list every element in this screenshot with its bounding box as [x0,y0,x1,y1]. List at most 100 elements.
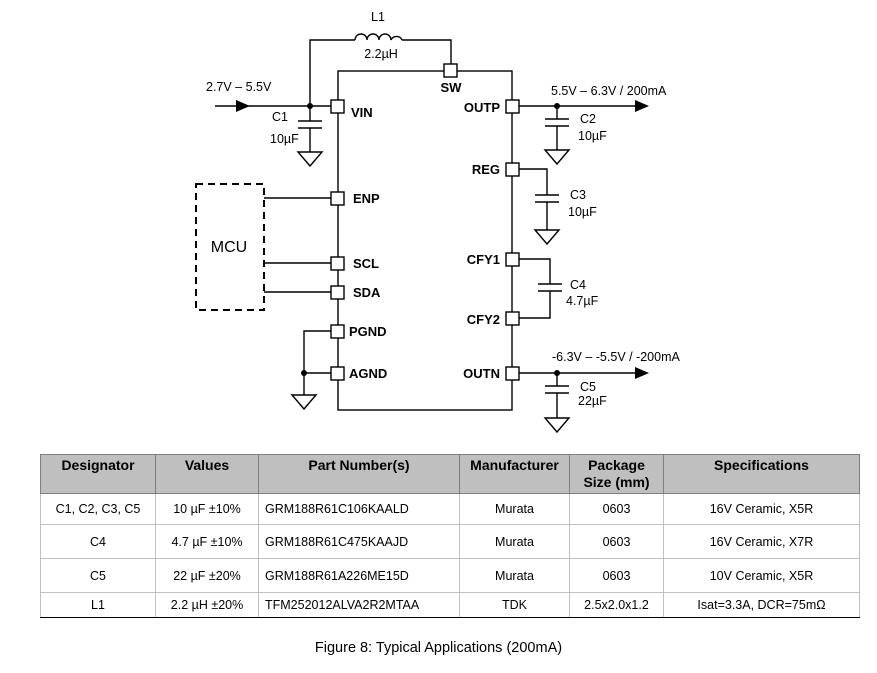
cell-manufacturer: Murata [459,558,570,593]
pin-label-outn: OUTN [463,366,500,381]
outn-voltage-label: -6.3V – -5.5V / -200mA [552,350,681,364]
header-manufacturer: Manufacturer [459,454,570,494]
cell-package: 0603 [569,524,664,559]
pin-cfy2 [505,311,520,326]
cell-part-number: GRM188R61A226ME15D [258,558,460,593]
header-package-line1: Package [588,457,645,473]
pin-reg [505,162,520,177]
c4-value: 4.7µF [566,294,599,308]
table-row: C1, C2, C3, C5 10 µF ±10% GRM188R61C106K… [40,493,860,525]
cell-value: 10 µF ±10% [155,493,259,525]
figure-caption: Figure 8: Typical Applications (200mA) [314,640,563,656]
pin-label-cfy2: CFY2 [467,312,500,327]
ground-icon [543,149,571,166]
pin-label-vin: VIN [351,105,373,120]
cell-designator: C1, C2, C3, C5 [40,493,156,525]
header-package-line2: Size (mm) [583,474,650,490]
inductor-wire-sw [402,39,452,64]
cell-part-number: GRM188R61C106KAALD [258,493,460,525]
pin-enp [330,191,345,206]
junction-dot [554,370,560,376]
pin-sda [330,285,345,300]
cell-manufacturer: TDK [459,592,570,618]
pin-label-sw: SW [441,80,463,95]
pin-outn [505,366,520,381]
c5-designator: C5 [580,380,596,394]
ground-icon [533,229,561,246]
cfy2-wire [519,291,551,319]
pin-pgnd [330,324,345,339]
pin-label-agnd: AGND [349,366,387,381]
cell-spec: 16V Ceramic, X7R [663,524,860,559]
junction-dot [301,370,307,376]
bom-header-row: Designator Values Part Number(s) Manufac… [40,454,860,494]
l1-value: 2.2µH [364,47,398,61]
c5-value: 22µF [578,394,607,408]
pin-label-outp: OUTP [464,100,500,115]
cell-package: 2.5x2.0x1.2 [569,592,664,618]
pin-vin [330,99,345,114]
inductor-wire [309,39,355,106]
cell-package: 0603 [569,493,664,525]
pin-label-cfy1: CFY1 [467,252,500,267]
cell-spec: 10V Ceramic, X5R [663,558,860,593]
pin-scl [330,256,345,271]
cell-part-number: GRM188R61C475KAAJD [258,524,460,559]
c4-designator: C4 [570,278,586,292]
c2-value: 10µF [578,129,607,143]
cell-manufacturer: Murata [459,524,570,559]
c2-designator: C2 [580,112,596,126]
cell-value: 4.7 µF ±10% [155,524,259,559]
pin-label-pgnd: PGND [349,324,387,339]
output-arrow-icon [635,100,649,112]
cell-part-number: TFM252012ALVA2R2MTAA [258,592,460,618]
ground-icon [296,151,324,168]
c1-value: 10µF [270,132,299,146]
cell-designator: C5 [40,558,156,593]
input-arrow-icon [236,100,250,112]
cfy1-wire [519,258,551,284]
bom-table: Designator Values Part Number(s) Manufac… [40,454,860,618]
c3-designator: C3 [570,188,586,202]
pgnd-wire [303,330,331,395]
ic-body [337,70,513,411]
cell-value: 2.2 µH ±20% [155,592,259,618]
pin-label-enp: ENP [353,191,380,206]
cell-package: 0603 [569,558,664,593]
pin-sw [443,63,458,78]
application-schematic: L1 2.2µH 2.7V – 5.5V 5.5V – 6.3V / 200mA… [195,10,681,434]
pin-label-reg: REG [472,162,500,177]
pin-cfy1 [505,252,520,267]
pin-outp [505,99,520,114]
pin-label-sda: SDA [353,285,381,300]
pin-label-scl: SCL [353,256,379,271]
outp-voltage-label: 5.5V – 6.3V / 200mA [551,84,667,98]
junction-dot [307,103,313,109]
c1-designator: C1 [272,110,288,124]
header-part-numbers: Part Number(s) [258,454,460,494]
reg-wire [519,168,548,195]
table-row: C4 4.7 µF ±10% GRM188R61C475KAAJD Murata… [40,524,860,559]
ground-icon [543,417,571,434]
ground-icon [290,394,318,411]
table-row: L1 2.2 µH ±20% TFM252012ALVA2R2MTAA TDK … [40,592,860,618]
inductor-coil [354,33,403,41]
junction-dot [554,103,560,109]
cell-spec: Isat=3.3A, DCR=75mΩ [663,592,860,618]
l1-designator: L1 [371,10,385,24]
mcu-box [195,183,265,311]
c3-value: 10µF [568,205,597,219]
cell-spec: 16V Ceramic, X5R [663,493,860,525]
output-arrow-icon [635,367,649,379]
header-designator: Designator [40,454,156,494]
cell-designator: L1 [40,592,156,618]
header-values: Values [155,454,259,494]
mcu-label: MCU [211,239,247,256]
cell-manufacturer: Murata [459,493,570,525]
input-voltage-label: 2.7V – 5.5V [206,80,272,94]
table-row: C5 22 µF ±20% GRM188R61A226ME15D Murata … [40,558,860,593]
cell-designator: C4 [40,524,156,559]
header-specifications: Specifications [663,454,860,494]
pin-agnd [330,366,345,381]
